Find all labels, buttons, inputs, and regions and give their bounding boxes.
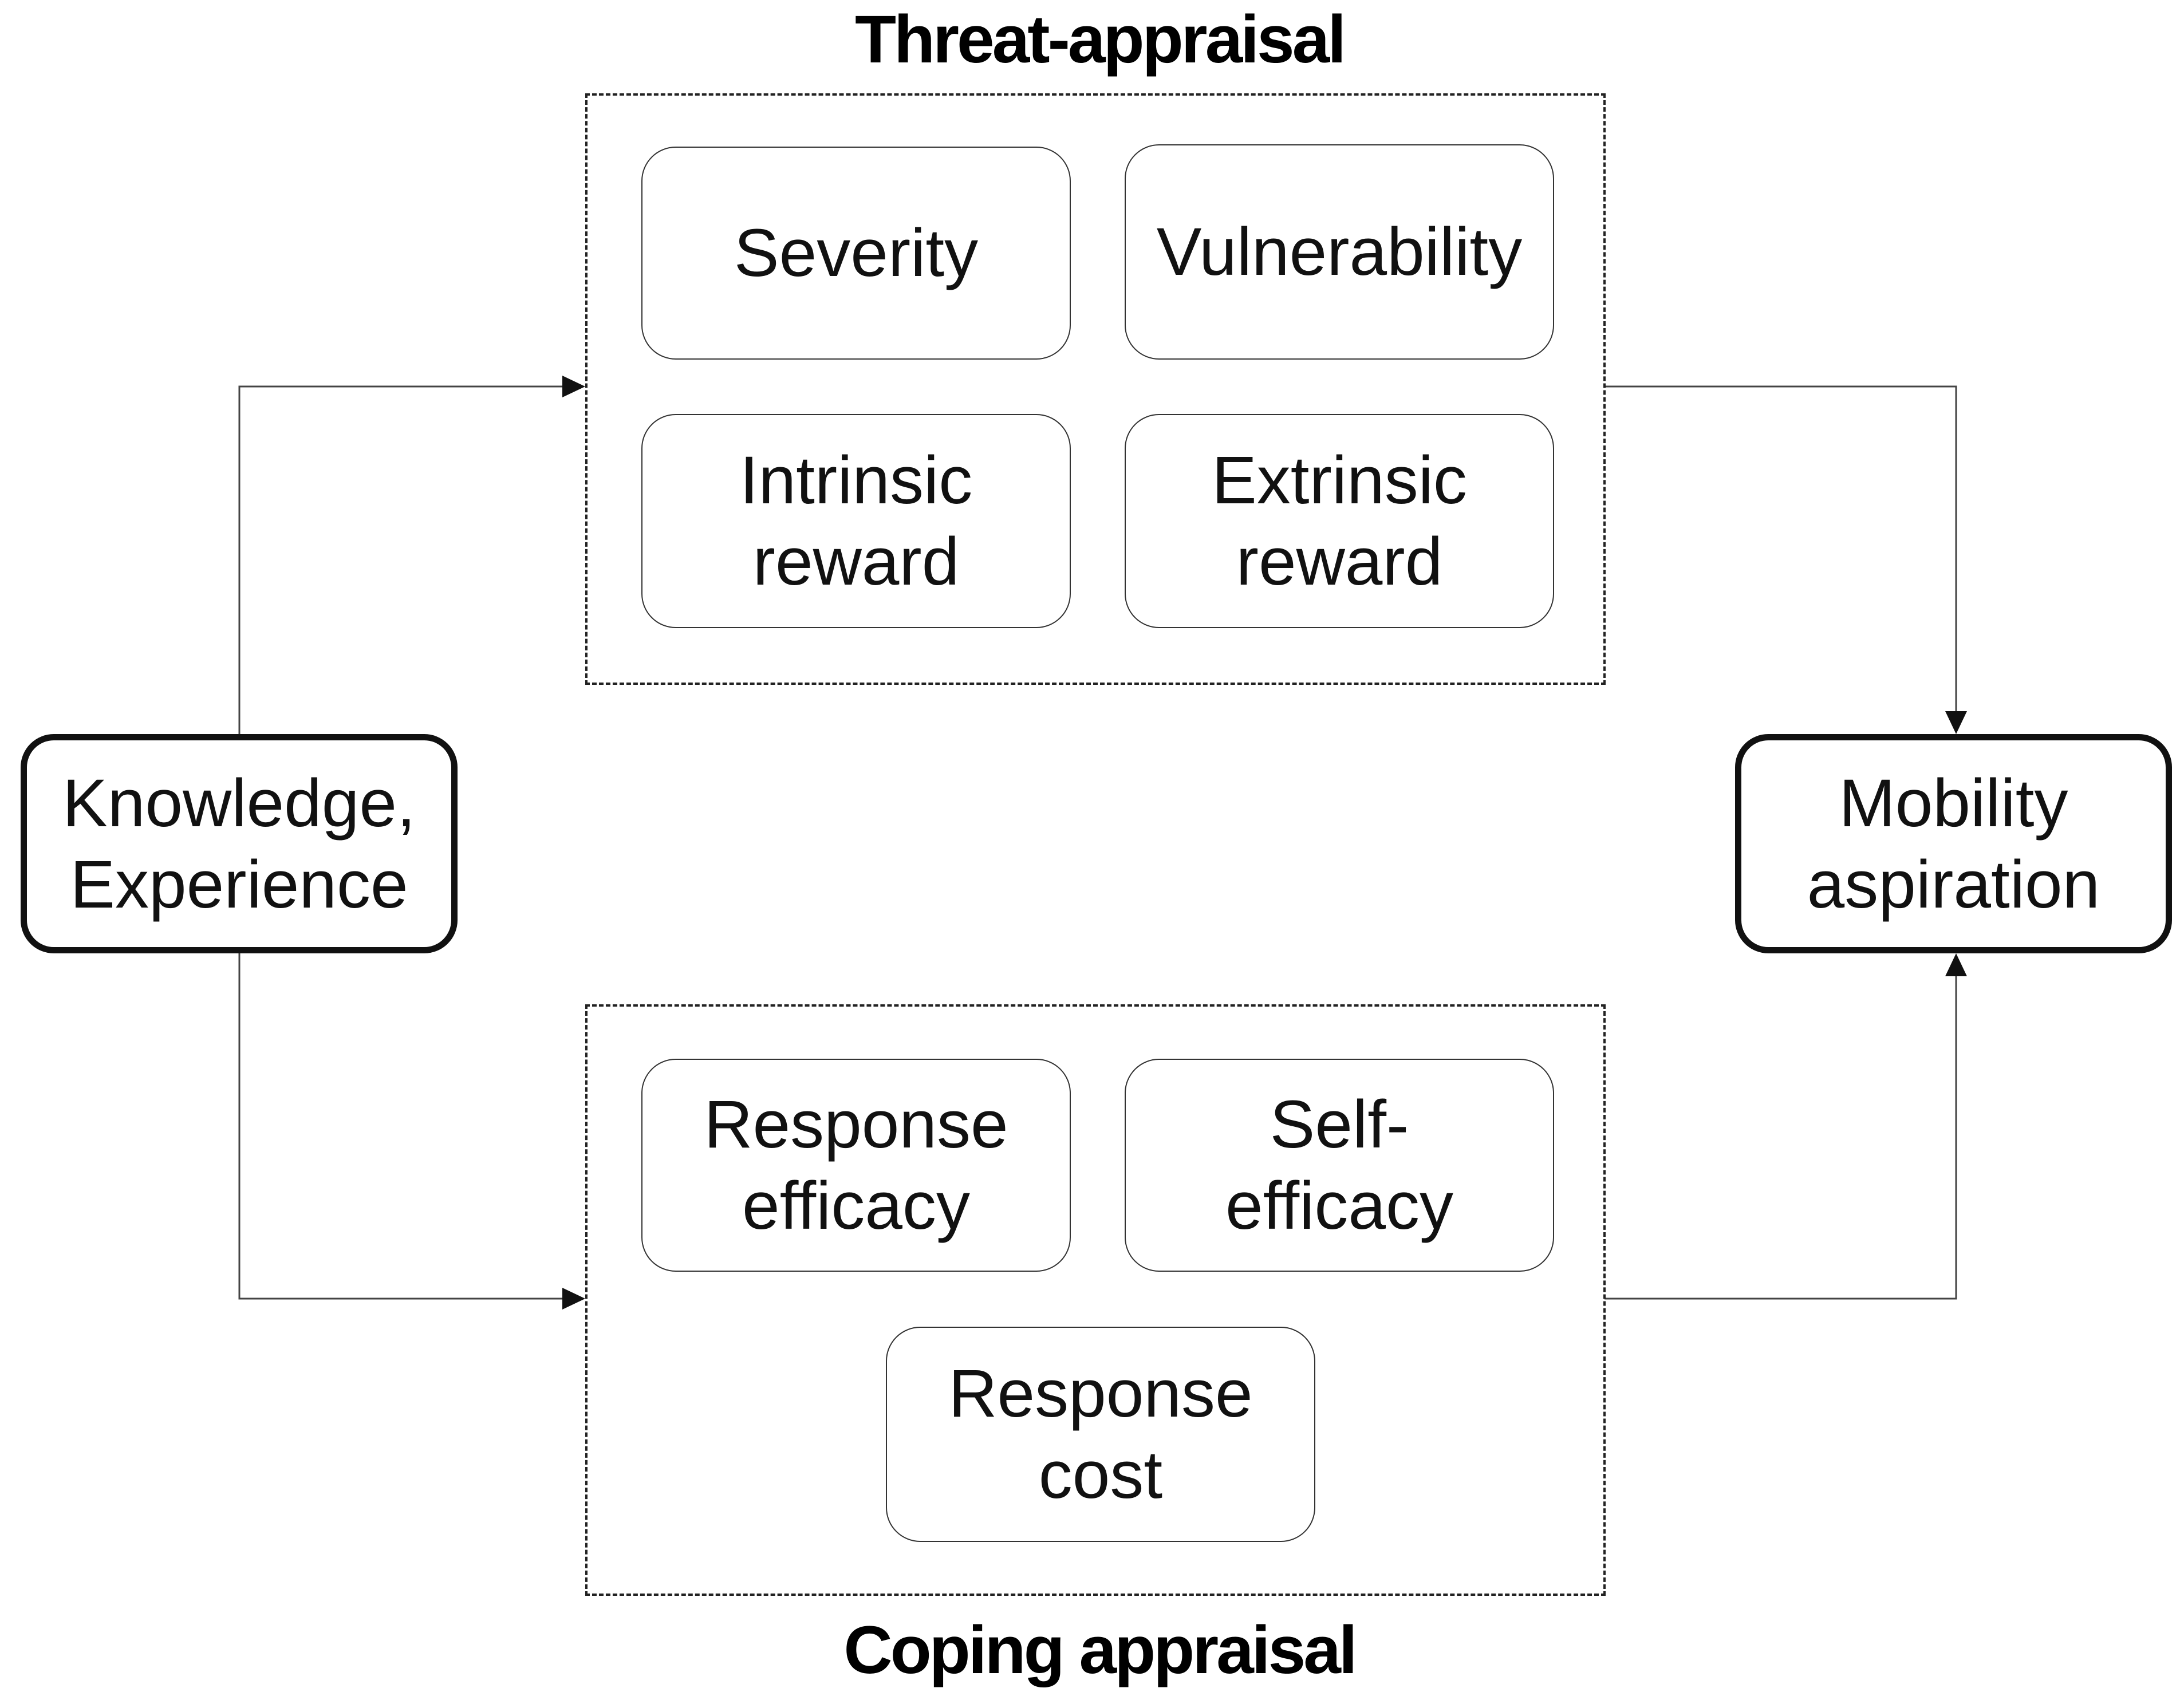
- intrinsic-reward-box: Intrinsic reward: [641, 414, 1071, 628]
- knowledge-experience-label-line-2: Experience: [70, 846, 408, 922]
- mobility-aspiration-label-line-1: Mobility: [1839, 765, 2068, 841]
- extrinsic-reward-label-line-1: Extrinsic: [1212, 443, 1467, 518]
- arrowhead-to-threat: [562, 376, 585, 397]
- connector-input-to-threat: [238, 385, 564, 734]
- knowledge-experience-box: Knowledge, Experience: [21, 734, 458, 953]
- coping-appraisal-title: Coping appraisal: [843, 1612, 1357, 1688]
- arrowhead-coping-to-output: [1945, 953, 1967, 976]
- vulnerability-label: Vulnerability: [1156, 214, 1523, 290]
- arrowhead-to-coping: [562, 1288, 585, 1310]
- severity-box: Severity: [641, 147, 1071, 360]
- response-cost-label-line-1: Response: [948, 1356, 1253, 1431]
- severity-label: Severity: [734, 215, 979, 291]
- extrinsic-reward-box: Extrinsic reward: [1125, 414, 1554, 628]
- connector-coping-to-output: [1605, 975, 1957, 1300]
- extrinsic-reward-label-line-2: reward: [1236, 524, 1443, 600]
- response-efficacy-box: Response efficacy: [641, 1059, 1071, 1272]
- coping-appraisal-group: [585, 1004, 1606, 1596]
- threat-appraisal-group: [585, 93, 1606, 685]
- response-efficacy-label-line-2: efficacy: [742, 1168, 970, 1244]
- response-cost-label-line-2: cost: [1038, 1437, 1163, 1513]
- connector-input-to-coping: [238, 953, 564, 1300]
- self-efficacy-label-line-1: Self-: [1270, 1087, 1409, 1162]
- mobility-aspiration-label-line-2: aspiration: [1807, 846, 2100, 922]
- response-cost-box: Response cost: [886, 1327, 1315, 1542]
- intrinsic-reward-label-line-1: Intrinsic: [739, 443, 973, 518]
- arrowhead-threat-to-output: [1945, 711, 1967, 734]
- self-efficacy-box: Self- efficacy: [1125, 1059, 1554, 1272]
- knowledge-experience-label-line-1: Knowledge,: [62, 765, 416, 841]
- mobility-aspiration-box: Mobility aspiration: [1735, 734, 2172, 953]
- intrinsic-reward-label-line-2: reward: [752, 524, 960, 600]
- vulnerability-box: Vulnerability: [1125, 144, 1554, 360]
- self-efficacy-label-line-2: efficacy: [1225, 1168, 1453, 1244]
- connector-threat-to-output: [1605, 385, 1957, 713]
- threat-appraisal-title: Threat-appraisal: [854, 2, 1346, 77]
- response-efficacy-label-line-1: Response: [704, 1087, 1008, 1162]
